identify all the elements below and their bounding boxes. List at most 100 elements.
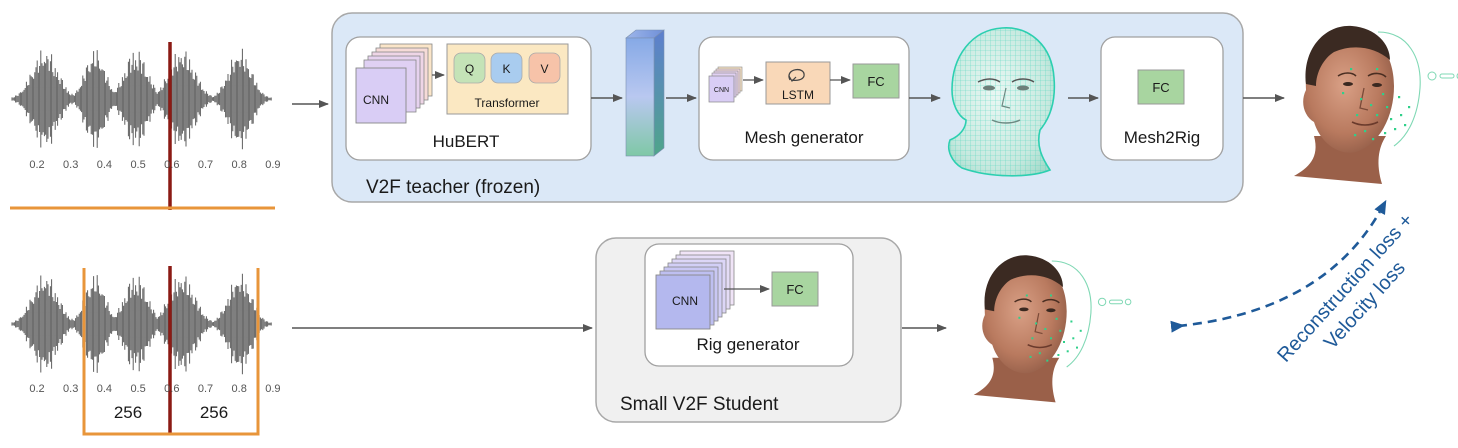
feature-tensor — [625, 29, 665, 157]
mesh-generator-label: Mesh generator — [744, 128, 863, 147]
head-shape — [982, 259, 1067, 374]
time-tick-label: 0.8 — [232, 383, 247, 395]
rig-control — [1097, 297, 1107, 307]
right-brow — [1367, 72, 1387, 78]
rig-marker — [1398, 96, 1401, 99]
mesh2rig-fc-block — [1137, 69, 1185, 105]
small-cnn-stack: CNN — [708, 66, 743, 103]
rig-marker — [1356, 114, 1359, 117]
rig-marker — [1342, 92, 1345, 95]
rig-marker — [1350, 68, 1353, 71]
rig-marker — [1025, 294, 1028, 297]
transformer-label: Transformer — [475, 96, 540, 110]
recurrent-loop-icon — [788, 69, 805, 82]
rig-marker — [1018, 316, 1021, 319]
nose — [1034, 312, 1043, 335]
rig-marker — [1364, 130, 1367, 133]
audio-waveform — [11, 48, 272, 150]
time-tick-label: 0.9 — [265, 159, 280, 171]
student-fc-block — [771, 271, 819, 307]
rig-marker — [1072, 337, 1075, 340]
right-eye — [1046, 308, 1056, 313]
head-shape — [1303, 29, 1394, 153]
rig-marker — [1029, 355, 1032, 358]
rig-marker — [1057, 354, 1060, 356]
time-tick-label: 0.4 — [97, 159, 112, 171]
time-tick-label: 0.2 — [29, 383, 44, 395]
teacher-title: V2F teacher (frozen) — [366, 177, 540, 198]
student-cnn-stack: CNN — [655, 250, 735, 330]
right-eye — [1372, 83, 1382, 87]
mesh2rig-fc-label: FC — [1152, 80, 1169, 95]
rig-marker — [1400, 114, 1403, 117]
rig-control — [1456, 73, 1458, 79]
rig-marker — [1055, 317, 1058, 320]
q-label: Q — [465, 62, 474, 76]
mesh-generator-block: CNN LSTM FC Mesh generator — [698, 36, 910, 161]
rig-generator-label: Rig generator — [696, 335, 799, 354]
right-window-size: 256 — [200, 403, 228, 422]
rig-marker — [1063, 341, 1065, 343]
left-window-size: 256 — [114, 403, 142, 422]
rig-marker — [1038, 352, 1041, 355]
rig-marker — [1370, 104, 1373, 107]
time-tick-label: 0.7 — [198, 383, 213, 395]
mesh2rig-block: FC Mesh2Rig — [1100, 36, 1224, 161]
left-eye — [1343, 82, 1353, 86]
rig-marker — [1372, 138, 1375, 141]
teacher-panel: V2F teacher (frozen) CNN Q K V — [331, 12, 1244, 203]
hair-shape — [984, 255, 1063, 312]
rig-marker — [1079, 329, 1082, 332]
v-block — [528, 52, 561, 84]
student-cnn-label: CNN — [672, 294, 698, 308]
time-tick-label: 0.6 — [164, 383, 179, 395]
rig-marker — [1382, 93, 1385, 96]
rig-marker — [1050, 337, 1052, 340]
hubert-block: CNN Q K V Transformer HuBERT — [345, 36, 592, 161]
mesh2rig-label: Mesh2Rig — [1124, 128, 1201, 147]
v-label: V — [540, 62, 548, 76]
rig-outline — [1051, 260, 1092, 368]
rig-marker — [1076, 346, 1078, 349]
rig-marker — [1376, 68, 1379, 71]
rig-control — [1439, 73, 1455, 79]
mouth — [1351, 121, 1379, 126]
lstm-block: LSTM — [765, 61, 831, 105]
student-rig-face-render — [973, 255, 1132, 403]
rig-outline — [1377, 31, 1421, 147]
rig-marker — [1384, 132, 1387, 135]
rig-marker — [1046, 359, 1049, 362]
rig-marker — [1059, 329, 1062, 332]
hair-shape — [1305, 25, 1390, 86]
rig-control — [1124, 298, 1132, 306]
rig-marker — [1390, 118, 1393, 121]
q-block — [453, 52, 486, 84]
transformer-block: Q K V Transformer — [446, 43, 569, 115]
time-tick-label: 0.7 — [198, 159, 213, 171]
time-tick-label: 0.2 — [29, 159, 44, 171]
mesh-fc-label: FC — [867, 74, 884, 89]
left-brow — [1337, 72, 1357, 77]
k-label: K — [502, 62, 510, 76]
time-tick-label: 0.5 — [130, 383, 145, 395]
time-tick-label: 0.3 — [63, 159, 78, 171]
right-brow — [1042, 298, 1060, 304]
mesh-fc-block — [852, 63, 900, 99]
rig-marker — [1386, 106, 1389, 109]
rig-marker — [1394, 128, 1397, 131]
cnn-label: CNN — [363, 93, 389, 107]
rig-marker — [1354, 134, 1357, 137]
rig-marker — [1360, 98, 1363, 101]
rig-generator-block: CNN FC Rig generator — [644, 243, 854, 367]
time-tick-label: 0.6 — [164, 159, 179, 171]
rig-marker — [1044, 328, 1047, 330]
loss-label: Reconstruction loss + Velocity loss — [1273, 209, 1418, 366]
rig-control — [1109, 299, 1123, 305]
student-panel: Small V2F Student CNN FC Rig generator — [595, 237, 902, 423]
k-block — [490, 52, 523, 84]
nose — [1359, 87, 1369, 111]
rig-marker — [1035, 322, 1038, 325]
recurrent-arrowhead-icon — [788, 75, 797, 82]
wireframe-face-mesh — [947, 27, 1056, 177]
